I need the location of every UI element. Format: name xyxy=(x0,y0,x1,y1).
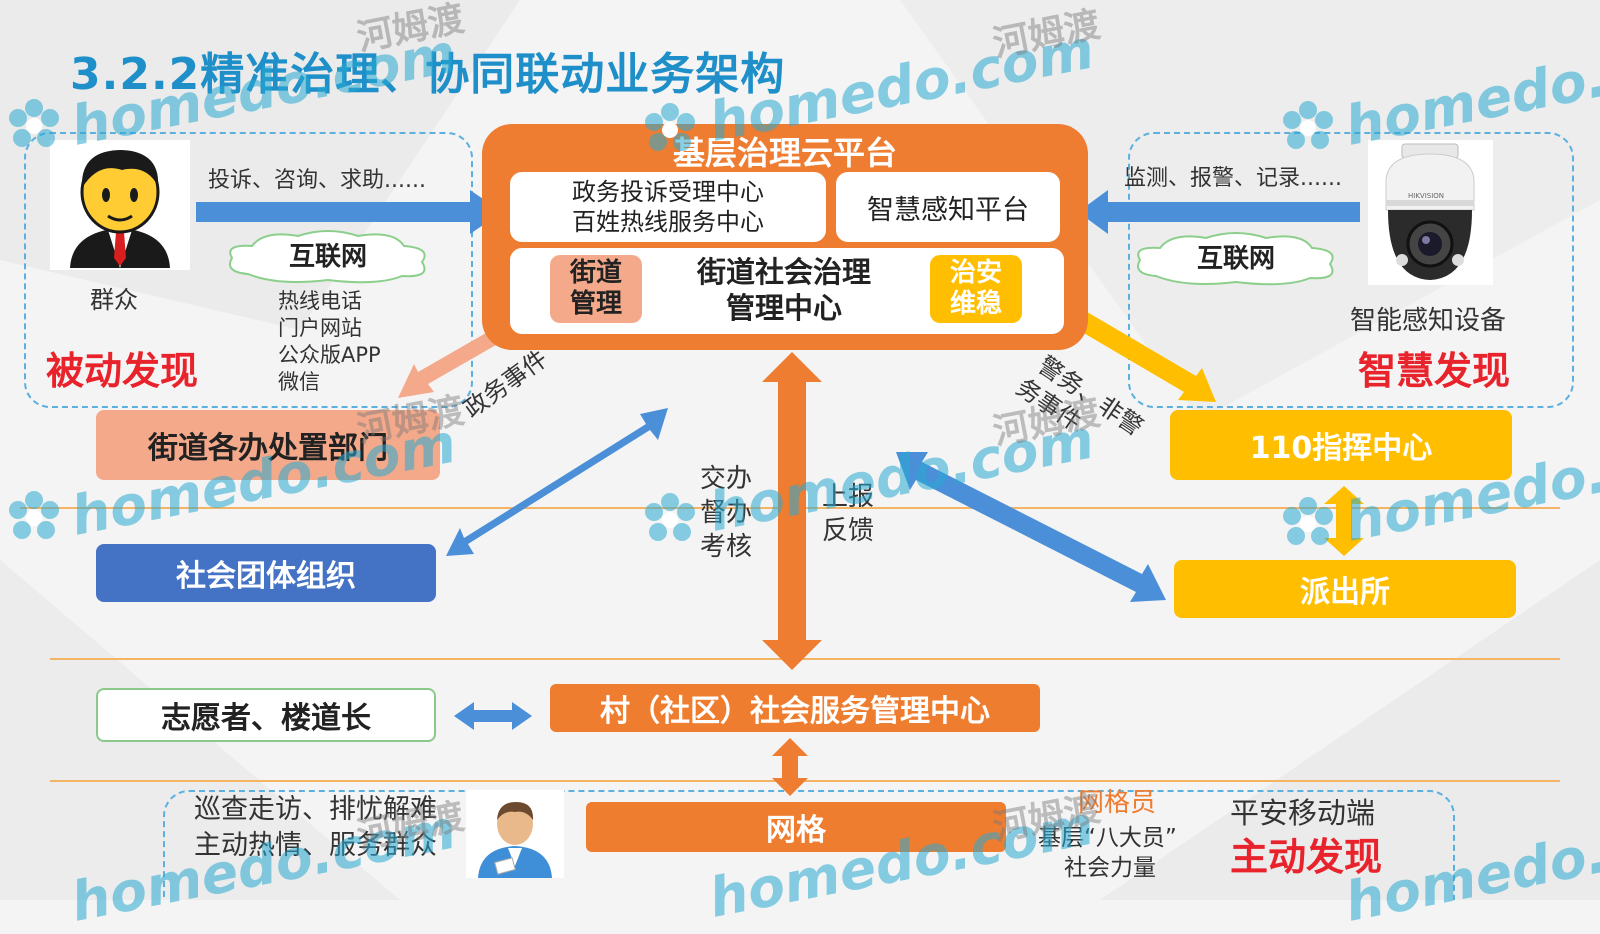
passive-discovery-label: 被动发现 xyxy=(46,349,199,393)
channel-item: 热线电话 xyxy=(278,289,362,313)
camera-brand: HIKVISION xyxy=(1408,192,1444,200)
channel-item: 微信 xyxy=(278,370,320,394)
security-line: 维稳 xyxy=(949,289,1002,319)
internet-cloud-icon xyxy=(229,230,426,284)
citizen-label: 群众 xyxy=(90,286,138,314)
channel-item: 公众版APP xyxy=(278,343,381,367)
security-node[interactable]: 治安 维稳 xyxy=(930,255,1022,323)
watermark-flower-icon xyxy=(645,493,695,541)
passive-discovery-panel xyxy=(24,132,473,408)
street-governance-center-label: 街道社会治理 管理中心 xyxy=(650,252,918,328)
watermark-flower-icon xyxy=(9,491,59,539)
smart-camera-icon: HIKVISION xyxy=(1368,140,1493,285)
internet-cloud-label: 互联网 xyxy=(1196,244,1275,274)
assign-line: 交办 xyxy=(700,464,753,494)
social-organizations-node[interactable]: 社会团体组织 xyxy=(96,544,436,602)
security-line: 治安 xyxy=(949,258,1002,288)
device-channel-text: 监测、报警、记录...... xyxy=(1124,166,1342,191)
street-departments-node[interactable]: 街道各办处置部门 xyxy=(96,410,440,480)
duty-line: 巡查走访、排忧解难 xyxy=(194,794,437,825)
street-management-line: 街道 xyxy=(569,258,622,288)
social-force-label: 社会力量 xyxy=(1064,855,1156,881)
report-line: 上报 xyxy=(822,482,875,512)
volunteers-node[interactable]: 志愿者、楼道长 xyxy=(96,688,436,742)
street-management-node[interactable]: 街道 管理 xyxy=(550,255,642,323)
village-service-center-node[interactable]: 村（社区）社会服务管理中心 xyxy=(550,684,1040,732)
channel-item: 门户网站 xyxy=(278,316,362,340)
grid-worker-avatar-icon xyxy=(466,790,564,878)
internet-cloud-icon xyxy=(1137,232,1334,286)
smart-sense-platform-box[interactable]: 智慧感知平台 xyxy=(836,172,1060,242)
smart-device-label: 智能感知设备 xyxy=(1350,306,1507,336)
watermark-flower-icon xyxy=(1283,497,1333,545)
service-center-box[interactable]: 政务投诉受理中心 百姓热线服务中心 xyxy=(510,172,826,242)
active-discovery-panel xyxy=(163,790,1455,900)
citizen-avatar-icon xyxy=(50,140,190,270)
cloud-platform-title: 基层治理云平台 xyxy=(672,134,897,172)
channel-list: 热线电话 门户网站 公众版APP 微信 xyxy=(278,288,381,396)
assign-line: 考核 xyxy=(700,532,753,562)
report-feedback-label: 上报 反馈 xyxy=(822,480,874,548)
assign-supervise-label: 交办 督办 考核 xyxy=(700,462,752,564)
eight-members-label: 基层“八大员” xyxy=(1038,825,1177,851)
citizen-channel-text: 投诉、咨询、求助...... xyxy=(208,168,426,193)
internet-cloud-label: 互联网 xyxy=(288,242,367,272)
service-center-line: 政务投诉受理中心 xyxy=(572,178,764,206)
watermark-flower-icon xyxy=(645,103,695,151)
service-center-line: 百姓热线服务中心 xyxy=(572,208,764,236)
report-line: 反馈 xyxy=(822,516,875,546)
mobile-terminal-label: 平安移动端 xyxy=(1230,796,1376,830)
grid-duties-text: 巡查走访、排忧解难 主动热情、服务群众 xyxy=(194,792,437,864)
grid-node[interactable]: 网格 xyxy=(586,802,1006,852)
police-station-node[interactable]: 派出所 xyxy=(1174,560,1516,618)
page-title: 3.2.2精准治理、协同联动业务架构 xyxy=(70,49,786,100)
grid-member-label: 网格员 xyxy=(1078,788,1157,818)
smart-discovery-label: 智慧发现 xyxy=(1358,349,1511,393)
governance-center-line: 管理中心 xyxy=(725,291,842,325)
divider-line xyxy=(50,658,1560,660)
assign-line: 督办 xyxy=(700,498,753,528)
active-discovery-label: 主动发现 xyxy=(1230,835,1383,879)
smart-discovery-panel xyxy=(1128,132,1574,408)
street-management-line: 管理 xyxy=(569,289,622,319)
governance-center-line: 街道社会治理 xyxy=(696,255,871,289)
watermark-flower-icon xyxy=(1283,101,1333,149)
watermark-flower-icon xyxy=(9,99,59,147)
duty-line: 主动热情、服务群众 xyxy=(194,830,437,861)
command-center-110-node[interactable]: 110指挥中心 xyxy=(1170,410,1512,480)
